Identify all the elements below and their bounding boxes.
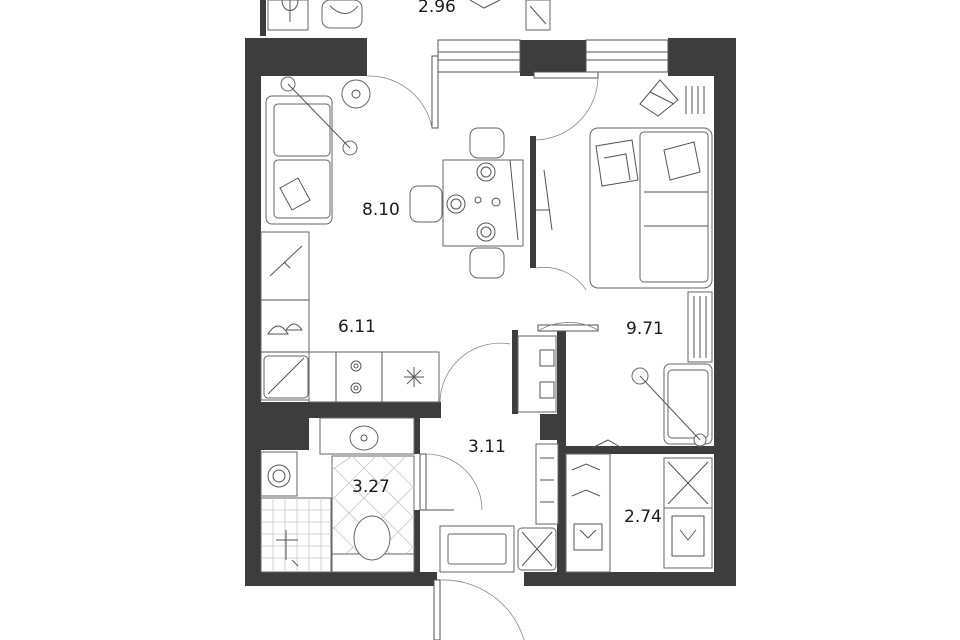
- area-label-wardrobe: 2.74: [624, 507, 662, 527]
- area-label-dining: 8.10: [362, 200, 400, 220]
- area-label-kitchen: 6.11: [338, 317, 376, 337]
- area-label-living: 9.71: [626, 319, 664, 339]
- windows: [366, 39, 669, 141]
- kitchen-furniture: [260, 231, 440, 403]
- hall-furniture: [420, 335, 559, 640]
- area-label-top: 2.96: [418, 0, 456, 17]
- dining-furniture: [265, 76, 587, 291]
- bathroom-furniture: [260, 417, 483, 573]
- living-furniture: [537, 79, 713, 447]
- area-label-bathroom: 3.27: [352, 477, 390, 497]
- area-label-hall: 3.11: [468, 437, 506, 457]
- wardrobe-furniture: [565, 439, 713, 573]
- walls: [245, 38, 736, 586]
- top-room-fragment: [260, 0, 551, 36]
